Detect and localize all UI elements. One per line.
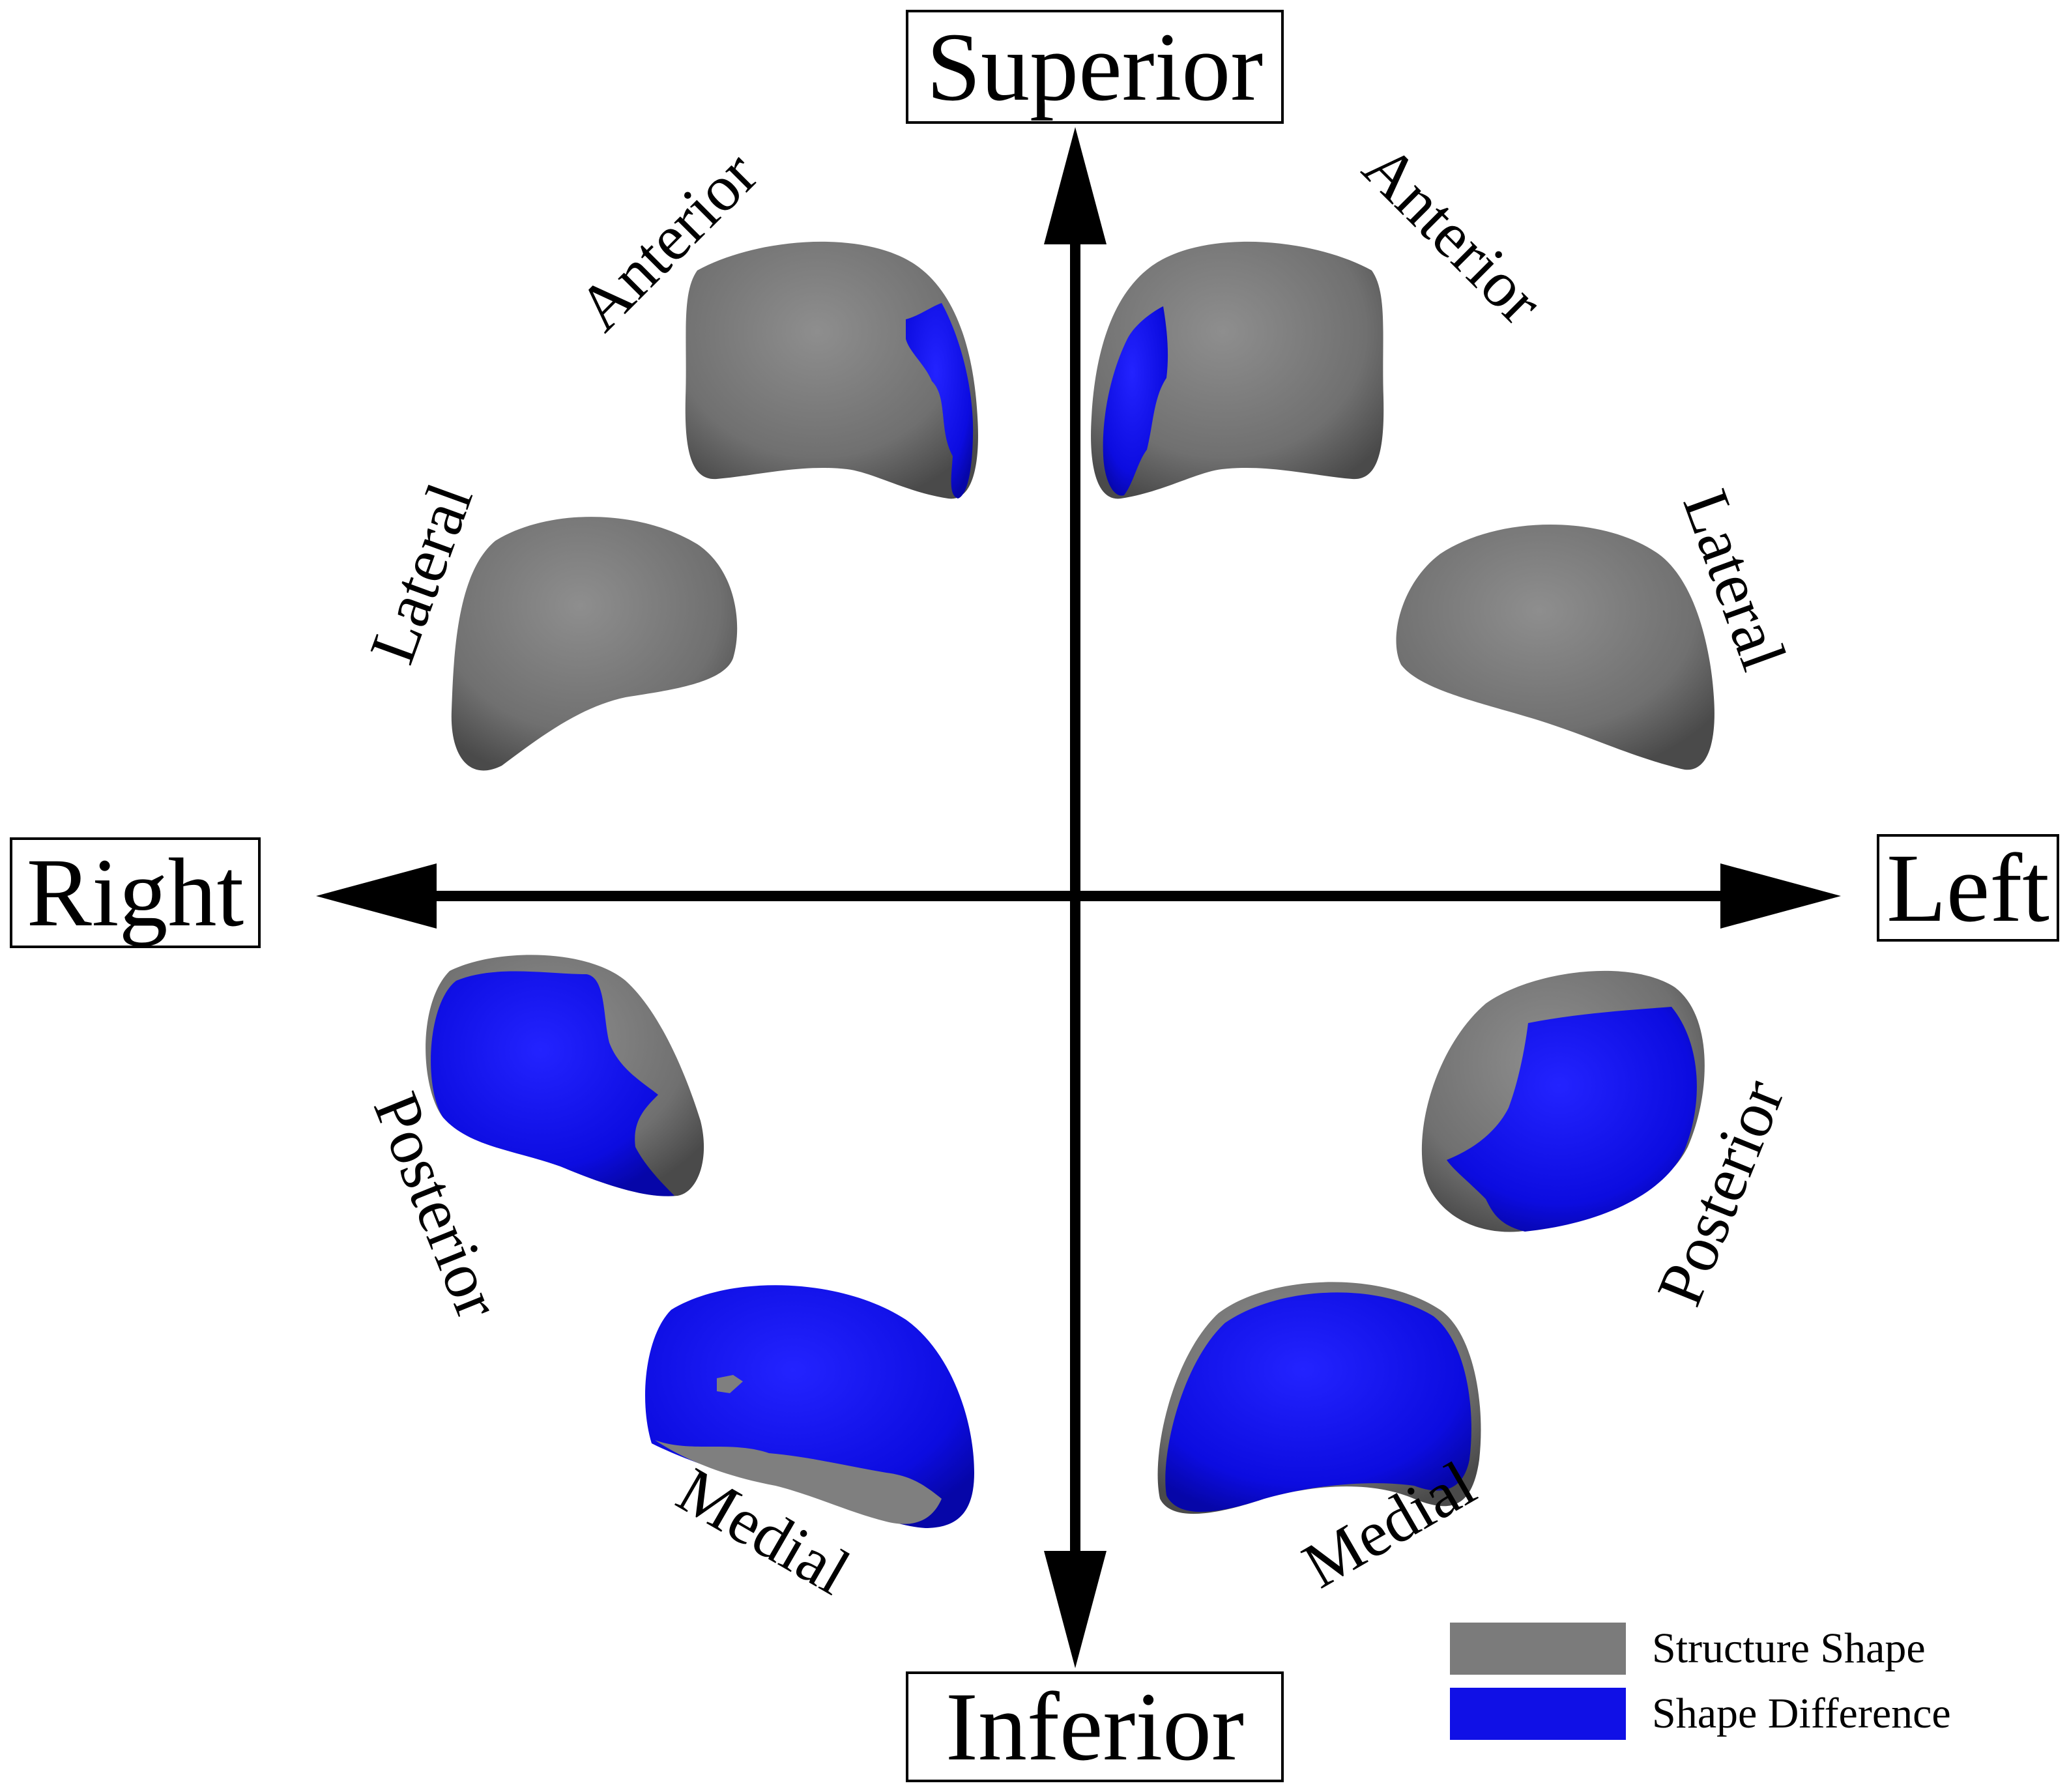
vertical-axis [1044, 127, 1107, 1668]
structure-legend-label: Structure Shape [1652, 1625, 1926, 1672]
difference-legend-label: Shape Difference [1652, 1690, 1951, 1737]
legend-difference: Shape Difference [1450, 1688, 1951, 1740]
right-medial-shape [645, 1285, 974, 1528]
left-label: Left [1877, 834, 2059, 942]
superior-label: Superior [906, 10, 1284, 124]
inferior-arrowhead [1044, 1551, 1107, 1668]
horizontal-axis [316, 863, 1841, 929]
left-lateral-shape [1396, 525, 1715, 770]
left-posterior-shape [1421, 970, 1705, 1232]
right-arrowhead [316, 863, 437, 929]
right-posterior-shape [426, 955, 704, 1196]
inferior-label: Inferior [906, 1671, 1284, 1782]
left-arrowhead [1720, 863, 1841, 929]
difference-swatch [1450, 1688, 1626, 1740]
right-anterior-shape [685, 241, 978, 499]
right-label: Right [10, 837, 261, 948]
right-lateral-shape [451, 517, 738, 771]
left-anterior-shape [1091, 241, 1384, 499]
left-medial-shape [1157, 1282, 1481, 1514]
legend-structure: Structure Shape [1450, 1623, 1926, 1675]
structure-swatch [1450, 1623, 1626, 1675]
superior-arrowhead [1044, 127, 1107, 244]
